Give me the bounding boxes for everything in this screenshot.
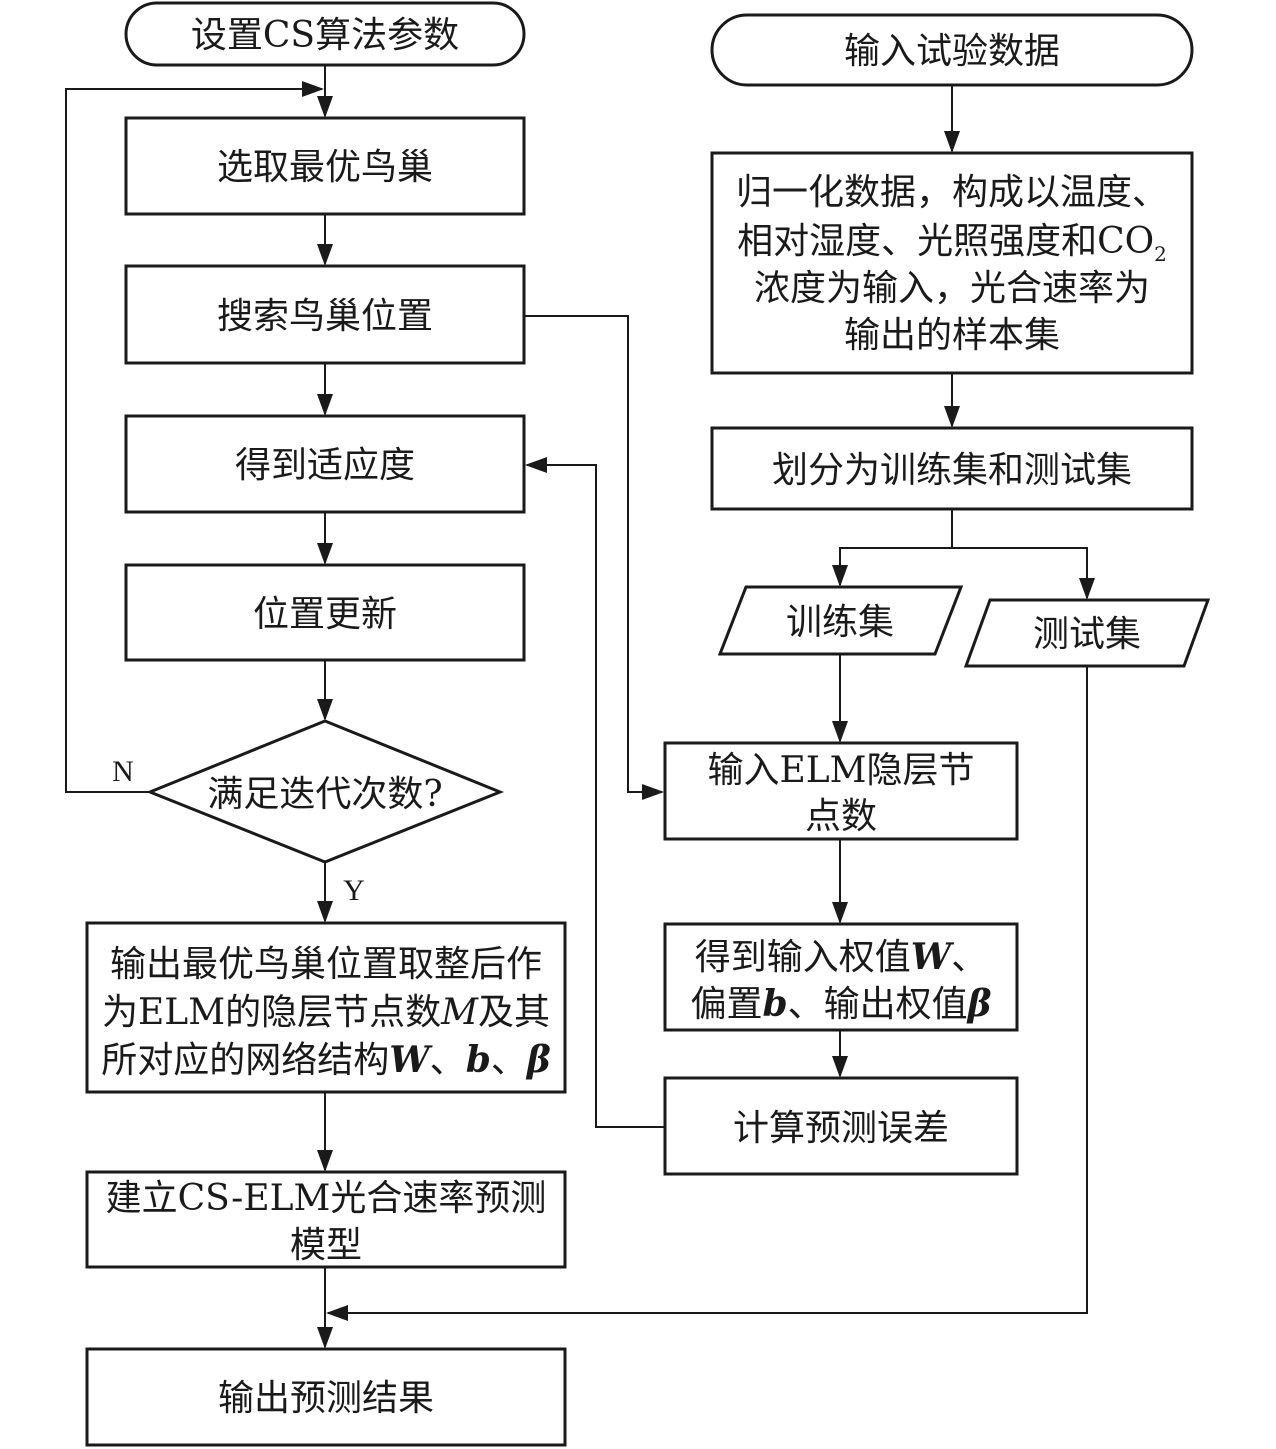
arrow-error-to-fitness bbox=[525, 457, 665, 1128]
node-search-nest-position-label: 搜索鸟巢位置 bbox=[217, 296, 433, 337]
node-iteration-check-label: 满足迭代次数? bbox=[207, 774, 442, 815]
node-elm-hidden-line2: 点数 bbox=[805, 796, 877, 837]
node-weights-line2: 偏置b、输出权值β bbox=[690, 983, 991, 1025]
node-input-test-data-label: 输入试验数据 bbox=[844, 31, 1060, 72]
node-test-set-label: 测试集 bbox=[1033, 614, 1141, 655]
arrow-test-to-result bbox=[326, 667, 1088, 1321]
node-search-nest-position: 搜索鸟巢位置 bbox=[124, 264, 526, 365]
node-select-best-nest: 选取最优鸟巢 bbox=[124, 116, 526, 216]
node-train-set: 训练集 bbox=[717, 585, 964, 656]
node-test-set: 测试集 bbox=[963, 598, 1211, 668]
node-output-best-line2: 为ELM的隐层节点数M及其 bbox=[102, 992, 550, 1033]
node-train-set-label: 训练集 bbox=[786, 602, 894, 643]
node-set-cs-params-label: 设置CS算法参数 bbox=[191, 15, 459, 56]
node-build-model-line1: 建立CS-ELM光合速率预测 bbox=[106, 1178, 547, 1219]
node-normalize-line4: 输出的样本集 bbox=[844, 315, 1060, 356]
node-normalize-line2: 相对湿度、光照强度和CO2 bbox=[737, 221, 1167, 266]
node-elm-hidden-line1: 输入ELM隐层节 bbox=[707, 750, 974, 791]
node-set-cs-params: 设置CS算法参数 bbox=[124, 1, 526, 67]
node-calc-error: 计算预测误差 bbox=[663, 1076, 1019, 1176]
arrow-split-to-train bbox=[832, 510, 953, 587]
node-split-label: 划分为训练集和测试集 bbox=[772, 450, 1132, 491]
node-weights: 得到输入权值W、 偏置b、输出权值β bbox=[663, 922, 1019, 1032]
branch-label-yes: Y bbox=[343, 874, 365, 907]
node-weights-line1: 得到输入权值W、 bbox=[695, 936, 987, 978]
node-output-best-line3: 所对应的网络结构W、b、β bbox=[101, 1039, 551, 1081]
node-update-position-label: 位置更新 bbox=[253, 594, 397, 635]
node-output-result: 输出预测结果 bbox=[85, 1347, 567, 1447]
node-output-best-nest: 输出最优鸟巢位置取整后作 为ELM的隐层节点数M及其 所对应的网络结构W、b、β bbox=[85, 921, 567, 1094]
arrow-loop-no bbox=[65, 81, 324, 793]
node-build-model: 建立CS-ELM光合速率预测 模型 bbox=[85, 1170, 567, 1269]
node-get-fitness: 得到适应度 bbox=[124, 414, 526, 514]
node-input-test-data: 输入试验数据 bbox=[710, 13, 1194, 87]
node-elm-hidden-nodes: 输入ELM隐层节 点数 bbox=[663, 741, 1019, 841]
node-update-position: 位置更新 bbox=[124, 563, 526, 662]
node-normalize-line3: 浓度为输入，光合速率为 bbox=[754, 268, 1150, 309]
node-normalize-line1: 归一化数据，构成以温度、 bbox=[736, 172, 1168, 213]
node-select-best-nest-label: 选取最优鸟巢 bbox=[217, 147, 433, 188]
node-iteration-check: 满足迭代次数? bbox=[145, 719, 505, 864]
node-calc-error-label: 计算预测误差 bbox=[733, 1108, 949, 1149]
node-build-model-line2: 模型 bbox=[290, 1225, 362, 1266]
node-output-best-line1: 输出最优鸟巢位置取整后作 bbox=[110, 944, 542, 985]
arrow-search-to-elm bbox=[525, 315, 664, 800]
node-get-fitness-label: 得到适应度 bbox=[235, 445, 415, 486]
node-output-result-label: 输出预测结果 bbox=[218, 1378, 434, 1419]
arrow-split-to-test bbox=[952, 547, 1095, 600]
node-normalize: 归一化数据，构成以温度、 相对湿度、光照强度和CO2 浓度为输入，光合速率为 输… bbox=[710, 151, 1194, 375]
node-split: 划分为训练集和测试集 bbox=[710, 426, 1194, 511]
branch-label-no: N bbox=[112, 755, 134, 788]
